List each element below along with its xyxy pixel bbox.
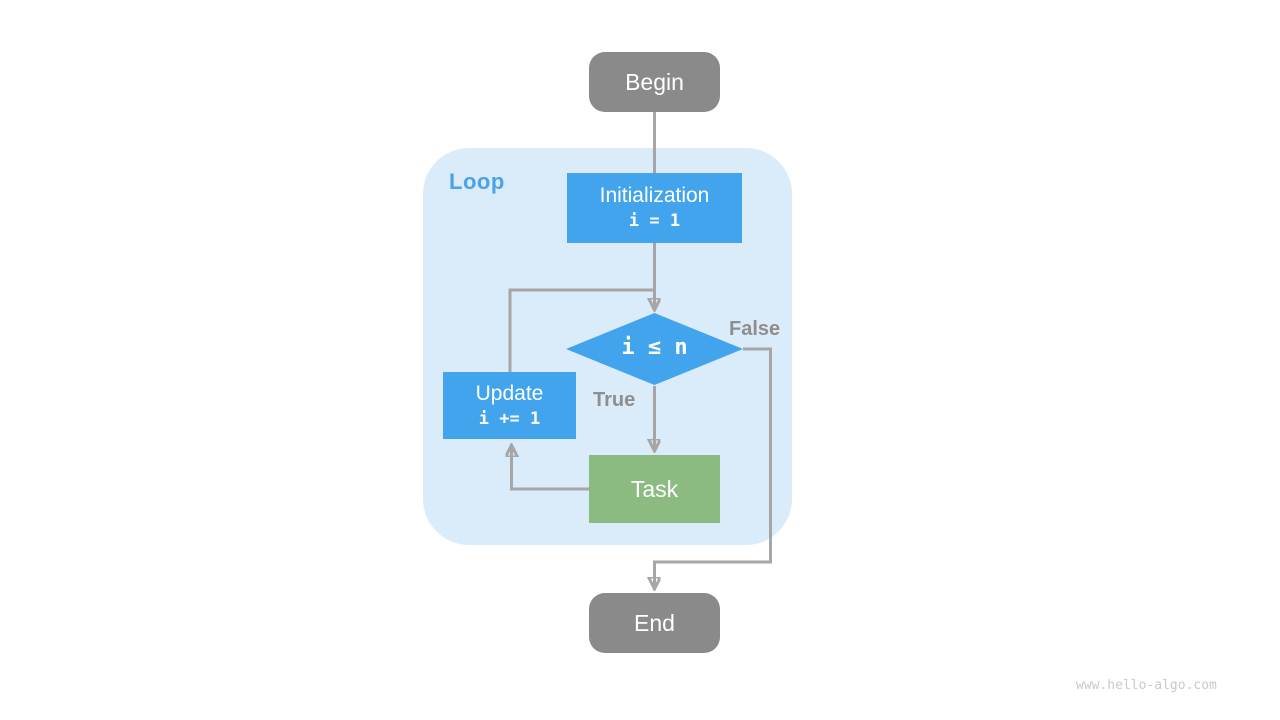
- update-node-code: i += 1: [478, 408, 541, 429]
- end-node-label: End: [634, 609, 675, 636]
- condition-diamond-label: i ≤ n: [621, 335, 688, 360]
- update-node: Update i += 1: [443, 372, 576, 439]
- end-node: End: [589, 593, 720, 653]
- edge-task-to-update: [512, 447, 589, 491]
- initialization-node: Initialization i = 1: [567, 173, 742, 243]
- edge-update-loopback: [508, 288, 653, 372]
- begin-node: Begin: [589, 52, 720, 112]
- initialization-node-title: Initialization: [599, 184, 710, 207]
- condition-diamond: [566, 313, 743, 385]
- task-node-label: Task: [630, 475, 679, 502]
- loop-region-label: Loop: [449, 169, 505, 194]
- false-edge-label: False: [729, 318, 781, 340]
- true-edge-label: True: [593, 389, 636, 411]
- update-node-title: Update: [475, 381, 544, 405]
- begin-node-label: Begin: [625, 68, 684, 95]
- edge-condition-false-to-end: [655, 347, 772, 587]
- task-node: Task: [589, 455, 720, 523]
- watermark: www.hello-algo.com: [1076, 678, 1217, 693]
- initialization-node-code: i = 1: [628, 211, 681, 231]
